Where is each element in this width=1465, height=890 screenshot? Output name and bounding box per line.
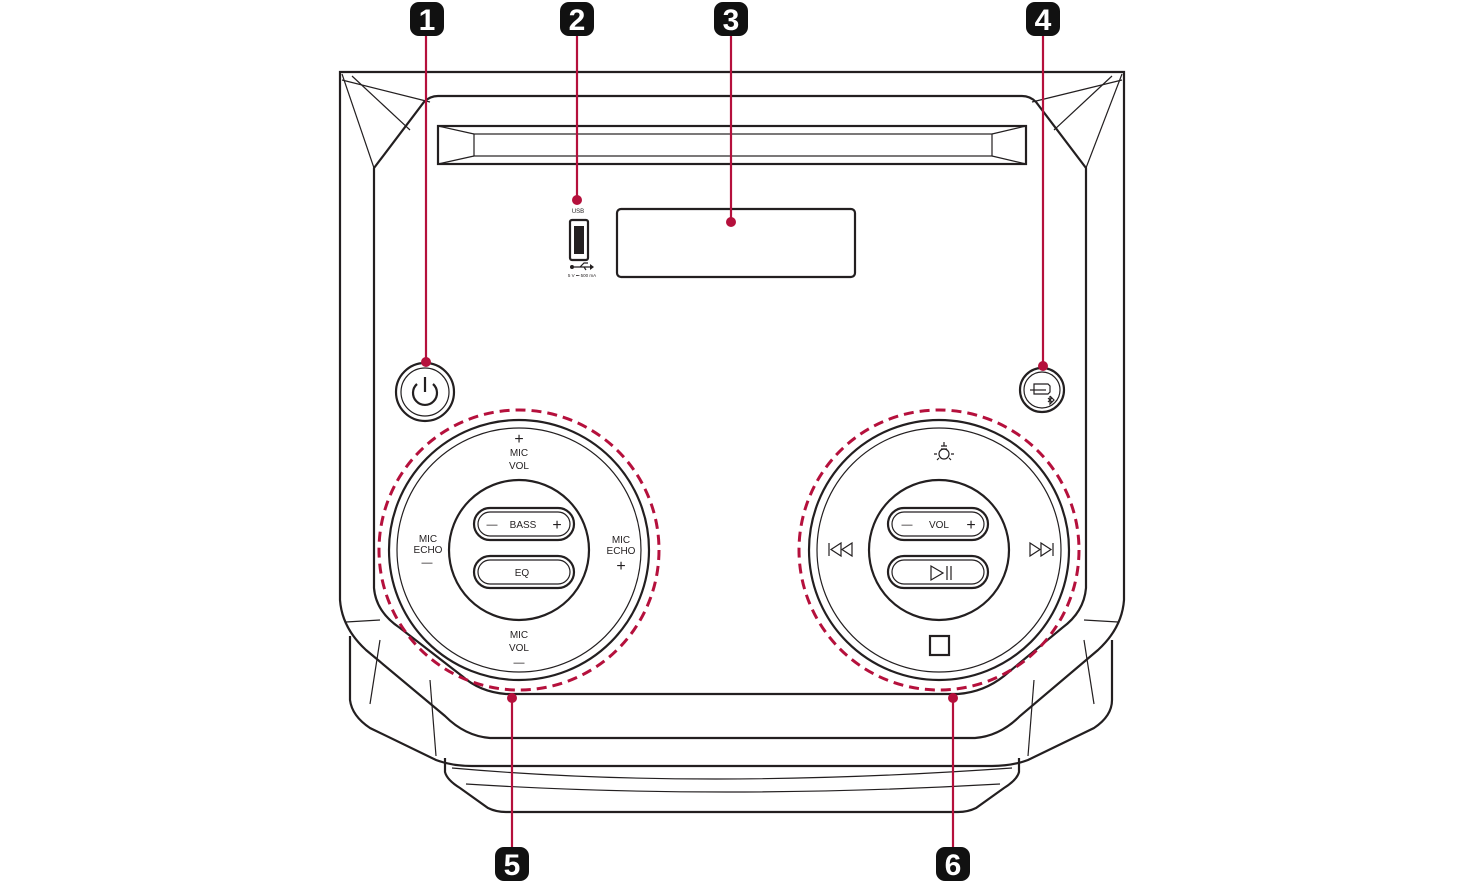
callout-number-3: 3 xyxy=(723,4,740,37)
bluetooth-icon xyxy=(1047,395,1055,406)
bass-minus-symbol: — xyxy=(487,519,498,531)
speaker-body xyxy=(338,70,1126,814)
stop-icon xyxy=(928,634,951,657)
mic-echo-right-label-1: MIC xyxy=(612,535,630,546)
bass-plus-symbol: + xyxy=(552,517,561,534)
input-source-icon xyxy=(1030,383,1051,395)
bluetooth-button[interactable] xyxy=(1018,366,1066,414)
vol-button[interactable]: — VOL + xyxy=(886,506,990,542)
mic-echo-right-label-2: ECHO xyxy=(607,546,636,557)
power-button[interactable] xyxy=(394,361,456,423)
vol-plus-symbol: + xyxy=(966,517,975,534)
callout-number-1: 1 xyxy=(419,4,436,37)
bass-label: BASS xyxy=(510,520,537,531)
skip-back-icon xyxy=(828,541,853,558)
eq-label: EQ xyxy=(515,568,530,579)
callout-badge-6: 6 xyxy=(936,847,970,882)
vol-label: VOL xyxy=(929,520,949,531)
left-dial-highlight xyxy=(377,408,661,692)
bass-button[interactable]: — BASS + xyxy=(472,506,576,542)
mic-vol-top-label-1: MIC xyxy=(510,448,528,459)
right-control-dial[interactable]: — VOL + xyxy=(797,408,1081,692)
stop-button[interactable] xyxy=(928,634,951,657)
callout-number-5: 5 xyxy=(504,849,521,882)
callout-number-6: 6 xyxy=(945,849,962,882)
light-bulb-icon[interactable] xyxy=(934,442,954,461)
usb-symbol-icon xyxy=(570,262,594,271)
mic-vol-bottom-label-1: MIC xyxy=(510,630,528,641)
callout-badge-3: 3 xyxy=(714,2,748,37)
usb-port[interactable]: USB 5 V ⎓ 500 mA xyxy=(568,209,596,278)
mic-echo-plus-symbol: + xyxy=(616,558,625,575)
play-pause-icon xyxy=(930,564,952,582)
callout-badge-5: 5 xyxy=(495,847,529,882)
callout-badge-1: 1 xyxy=(410,2,444,37)
play-pause-button[interactable] xyxy=(886,554,990,590)
skip-forward-icon xyxy=(1029,541,1054,558)
mic-vol-plus-symbol: + xyxy=(514,431,523,448)
mic-echo-minus-symbol: — xyxy=(422,557,433,569)
callout-badge-4: 4 xyxy=(1026,2,1060,37)
skip-forward-button[interactable] xyxy=(1029,541,1054,558)
eq-button[interactable]: EQ xyxy=(472,554,576,590)
usb-rating: 5 V ⎓ 500 mA xyxy=(568,273,596,278)
right-dial-highlight xyxy=(797,408,1081,692)
mic-vol-bottom-label-2: VOL xyxy=(509,643,529,654)
callout-lines xyxy=(421,30,1048,852)
display-window xyxy=(615,207,857,279)
callout-number-2: 2 xyxy=(569,4,586,37)
vol-minus-symbol: — xyxy=(902,519,913,531)
mic-echo-left-label-2: ECHO xyxy=(414,545,443,556)
callout-badge-2: 2 xyxy=(560,2,594,37)
left-control-dial[interactable]: + MIC VOL MIC ECHO — MIC ECHO + MIC VOL … xyxy=(377,408,661,692)
mic-vol-minus-symbol: — xyxy=(514,657,525,669)
mic-vol-top-label-2: VOL xyxy=(509,461,529,472)
usb-label: USB xyxy=(572,209,584,215)
mic-echo-left-label-1: MIC xyxy=(419,534,437,545)
power-icon xyxy=(411,377,439,406)
callout-number-4: 4 xyxy=(1035,4,1052,37)
skip-back-button[interactable] xyxy=(828,541,853,558)
